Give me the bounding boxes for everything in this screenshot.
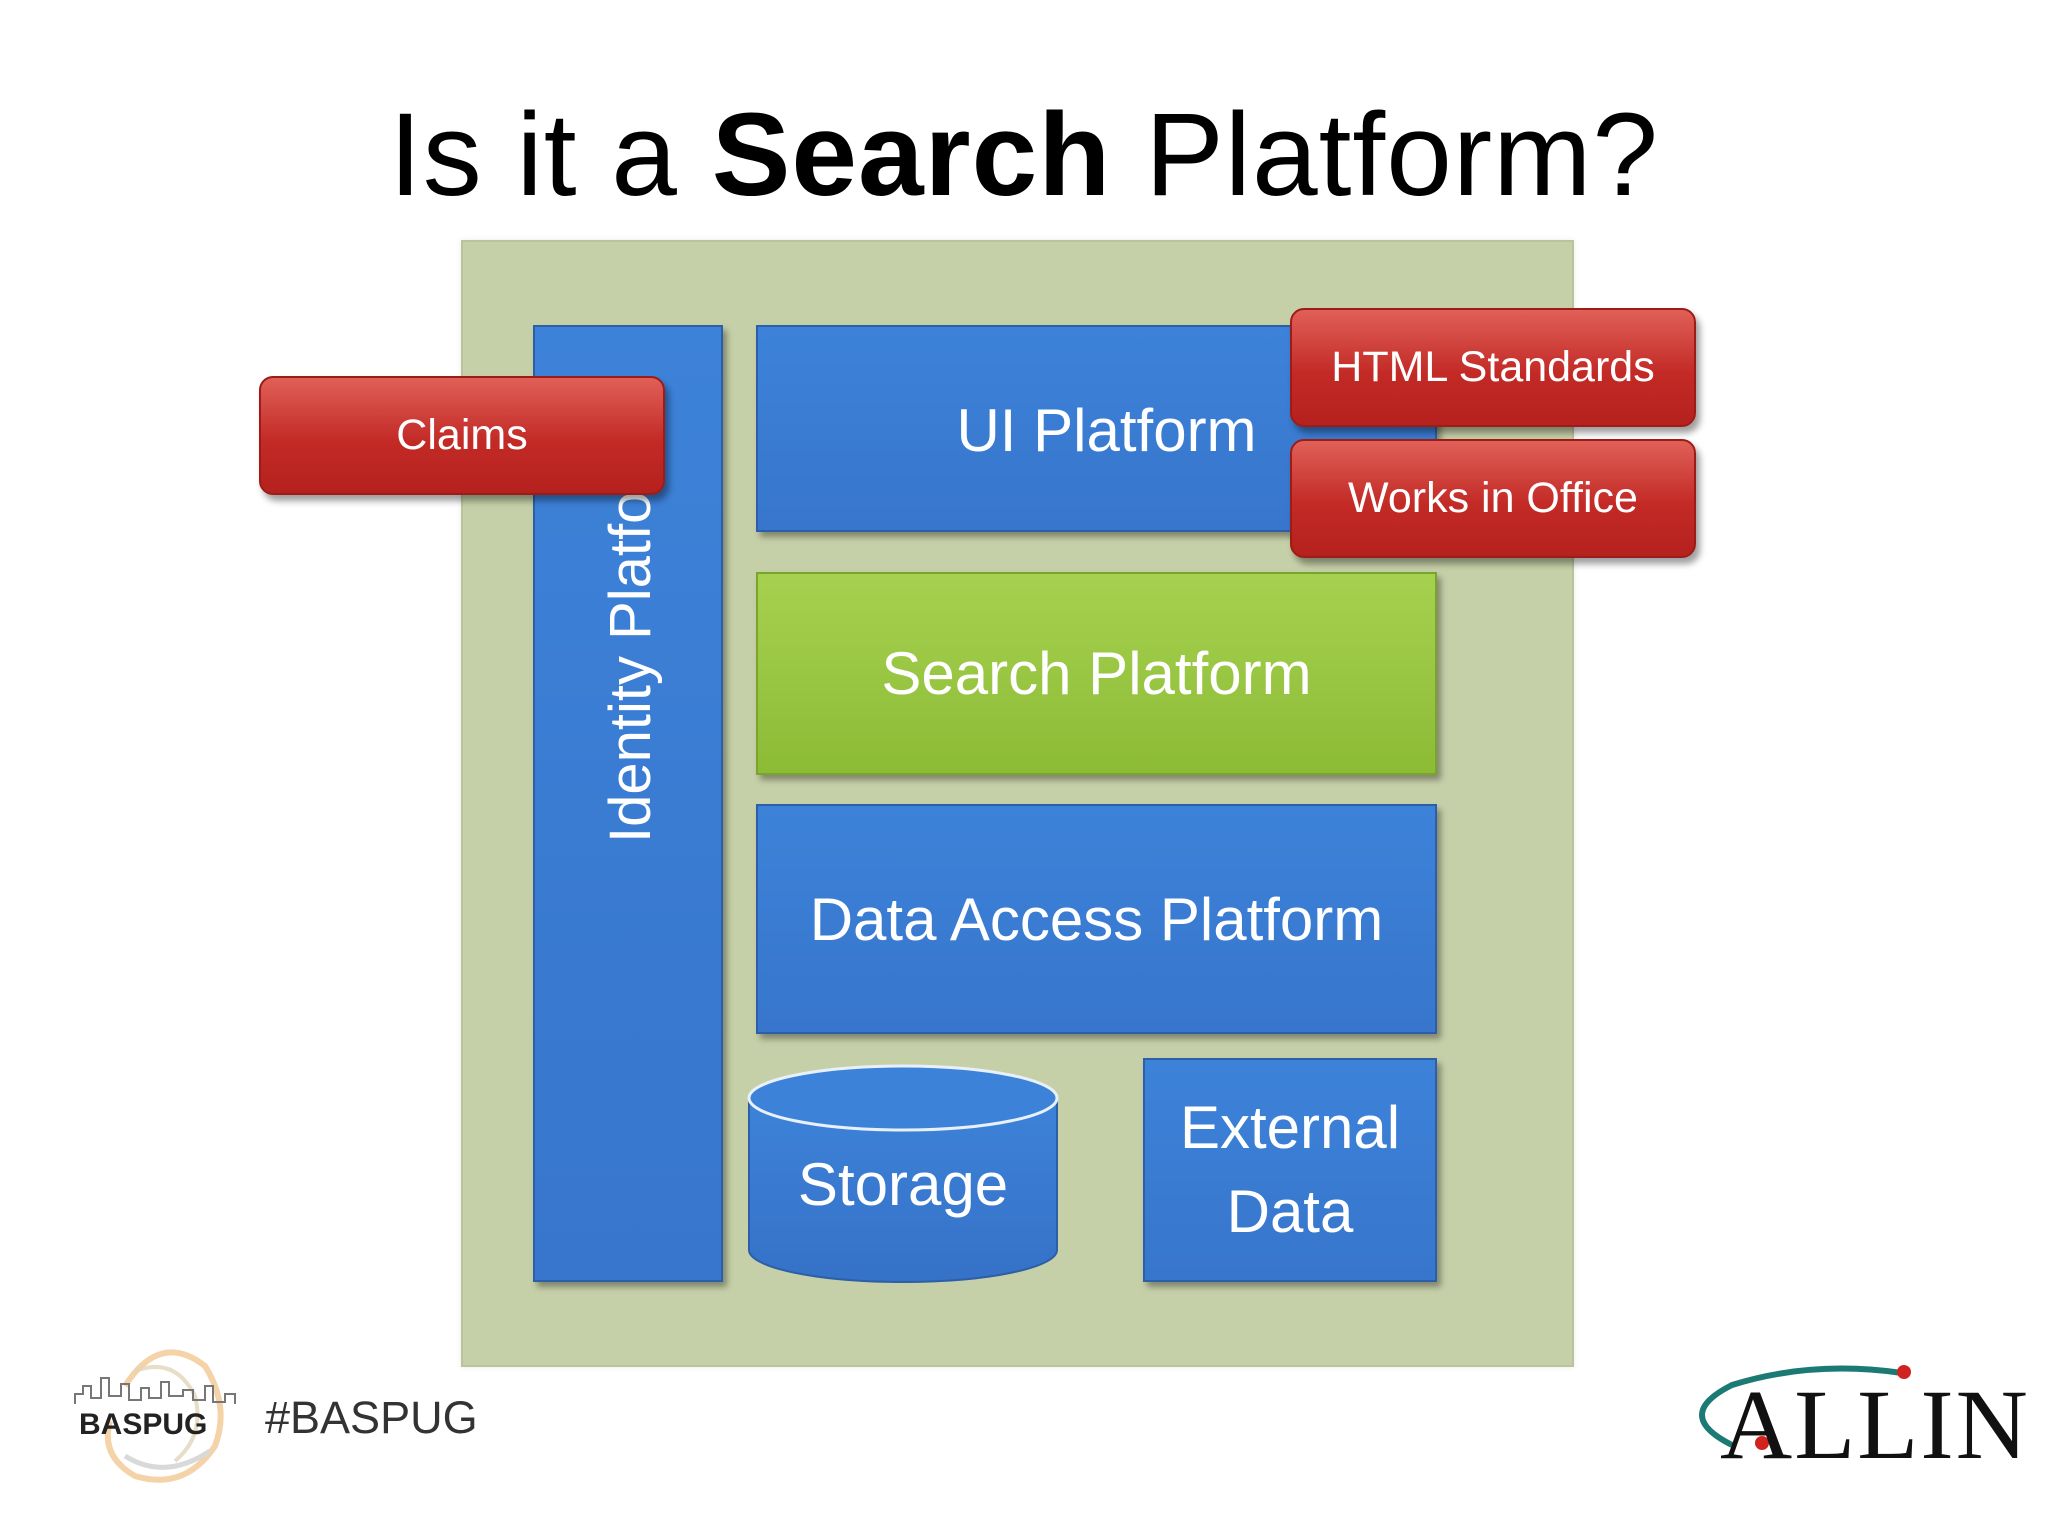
hashtag-text: #BASPUG	[265, 1392, 478, 1443]
html-standards-label: HTML Standards	[1331, 343, 1655, 391]
search-platform-block: Search Platform	[756, 572, 1437, 775]
baspug-logo-graphic: BASPUG	[74, 1349, 236, 1483]
allin-swoosh	[1699, 1365, 1911, 1450]
baspug-logo: BASPUG	[65, 1326, 255, 1496]
claims-label: Claims	[396, 411, 528, 459]
external-data-line1: External	[1179, 1094, 1401, 1161]
external-data-line2: Data	[1226, 1178, 1354, 1245]
works-in-office-callout: Works in Office	[1290, 439, 1696, 558]
title-suffix: Platform?	[1111, 89, 1660, 221]
title-prefix: Is it a	[388, 89, 712, 221]
html-standards-callout: HTML Standards	[1290, 308, 1696, 427]
slide-title: Is it a Search Platform?	[0, 96, 2048, 214]
storage-label: Storage	[797, 1151, 1009, 1218]
search-platform-label: Search Platform	[881, 640, 1312, 707]
data-access-platform-label: Data Access Platform	[809, 885, 1384, 953]
baspug-logo-text: BASPUG	[79, 1408, 207, 1441]
allin-logo: ALLIN	[1672, 1355, 2028, 1480]
storage-cylinder: Storage	[745, 1058, 1061, 1288]
ui-platform-label: UI Platform	[956, 397, 1257, 464]
works-in-office-label: Works in Office	[1348, 474, 1638, 522]
claims-callout: Claims	[259, 376, 665, 495]
external-data-block: External Data	[1143, 1058, 1437, 1282]
allin-logo-text: ALLIN	[1720, 1369, 2030, 1480]
cylinder-shape	[747, 1064, 1059, 1283]
data-access-platform-block: Data Access Platform	[756, 804, 1437, 1034]
title-bold: Search	[711, 89, 1112, 221]
